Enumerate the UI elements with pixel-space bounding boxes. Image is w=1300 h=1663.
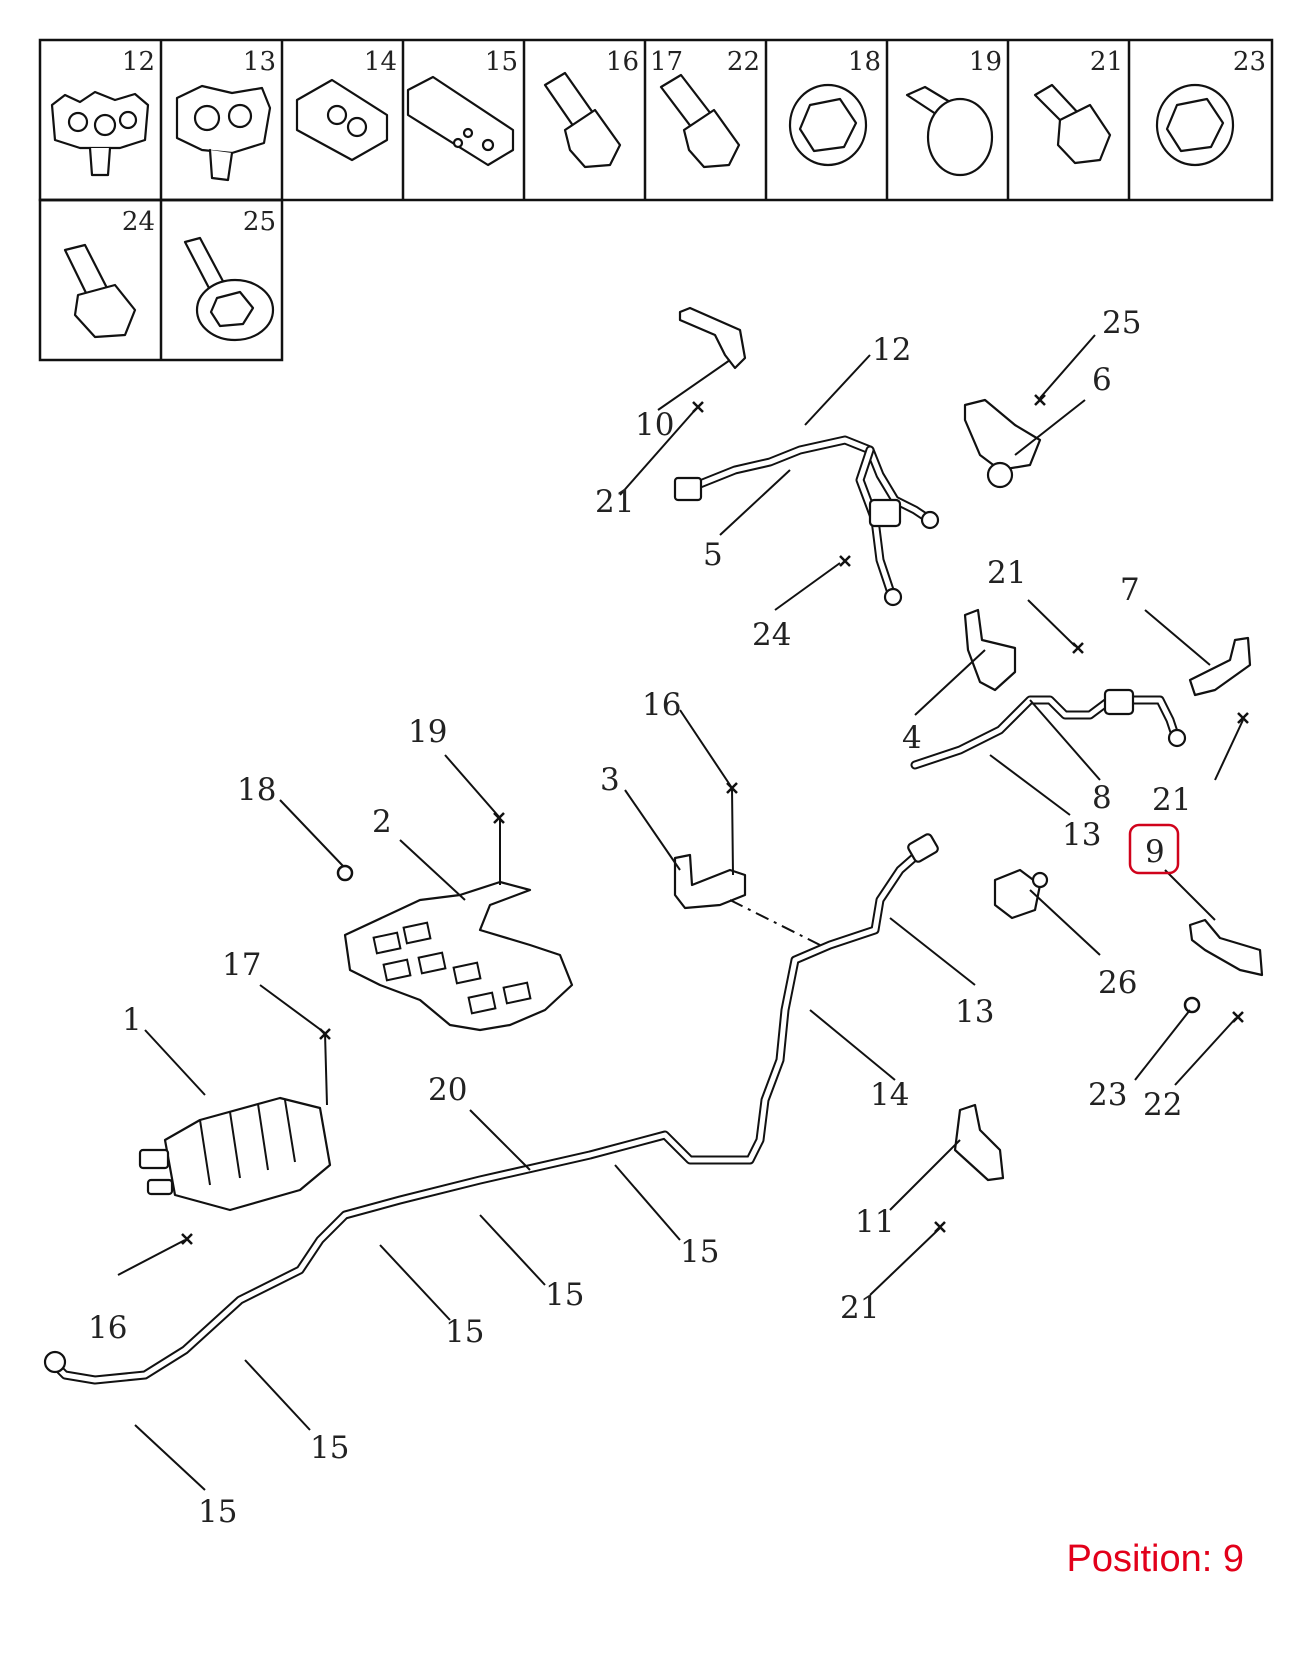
callout-21-d: 21 xyxy=(840,1290,879,1326)
callout-4: 4 xyxy=(902,720,922,756)
bracket-3 xyxy=(673,853,747,910)
valve-26 xyxy=(993,868,1049,920)
callout-9: 9 xyxy=(1145,834,1165,870)
clip-15-icon xyxy=(406,75,515,167)
harness-5 xyxy=(673,435,940,607)
callout-1: 1 xyxy=(122,1002,142,1038)
legend-label-15: 15 xyxy=(485,47,518,77)
legend-table: 12 13 14 15 16 17 22 18 19 21 23 24 25 xyxy=(38,38,1274,362)
callout-8: 8 xyxy=(1092,780,1112,816)
callout-5: 5 xyxy=(703,537,723,573)
legend-label-22: 22 xyxy=(727,47,760,77)
callout-13-a: 13 xyxy=(1062,817,1101,853)
bolt-24-icon xyxy=(63,243,137,339)
callout-20: 20 xyxy=(428,1072,467,1108)
callout-3: 3 xyxy=(600,762,620,798)
callout-6: 6 xyxy=(1092,362,1112,398)
callout-15-d: 15 xyxy=(310,1430,349,1466)
callout-15-b: 15 xyxy=(545,1277,584,1313)
callout-25: 25 xyxy=(1102,305,1141,341)
legend-label-14: 14 xyxy=(364,47,397,77)
legend-label-16: 16 xyxy=(606,47,639,77)
bolt-19-icon xyxy=(905,85,994,177)
clip-14-icon xyxy=(295,78,389,162)
legend-label-23: 23 xyxy=(1233,47,1266,77)
clip-12-icon xyxy=(50,90,150,177)
callout-2: 2 xyxy=(372,804,392,840)
callout-7: 7 xyxy=(1120,572,1140,608)
nut-18-icon xyxy=(788,83,868,167)
bolt-21-icon xyxy=(1033,83,1112,165)
legend-label-24: 24 xyxy=(122,207,155,237)
callout-16-a: 16 xyxy=(642,687,681,723)
bracket-4 xyxy=(963,608,1017,692)
hose-8 xyxy=(910,688,1187,770)
callout-12: 12 xyxy=(872,332,911,368)
legend-label-17: 17 xyxy=(650,47,683,77)
legend-label-21: 21 xyxy=(1090,47,1123,77)
bolt-16-icon xyxy=(543,71,622,169)
callout-15-a: 15 xyxy=(680,1234,719,1270)
pipe-14-15 xyxy=(43,833,939,1385)
callout-13-b: 13 xyxy=(955,994,994,1030)
callout-18: 18 xyxy=(237,772,276,808)
legend-label-25: 25 xyxy=(243,207,276,237)
callout-9-highlight xyxy=(1128,823,1180,875)
callout-22: 22 xyxy=(1143,1087,1182,1123)
bolt-25-icon xyxy=(183,236,275,342)
callout-26: 26 xyxy=(1098,965,1137,1001)
bolt-17-22-icon xyxy=(659,73,741,169)
callout-21-a: 21 xyxy=(595,484,634,520)
callout-11: 11 xyxy=(855,1204,894,1240)
callout-21-c: 21 xyxy=(1152,782,1191,818)
fastener-markers xyxy=(181,394,1249,1245)
legend-label-19: 19 xyxy=(969,47,1002,77)
legend-label-12: 12 xyxy=(122,47,155,77)
clip-13-icon xyxy=(175,84,272,182)
callout-17: 17 xyxy=(222,947,261,983)
callout-21-b: 21 xyxy=(987,555,1026,591)
callout-24: 24 xyxy=(752,617,791,653)
position-label: Position: 9 xyxy=(1066,1538,1244,1580)
callout-15-e: 15 xyxy=(198,1494,237,1530)
callout-10: 10 xyxy=(635,407,674,443)
leader-lines xyxy=(117,334,1244,1491)
bracket-10 xyxy=(678,306,747,370)
bracket-9 xyxy=(1188,918,1264,977)
callout-16-b: 16 xyxy=(88,1310,127,1346)
canister-1 xyxy=(138,1096,332,1212)
nut-23-icon xyxy=(1155,83,1235,167)
callout-19: 19 xyxy=(408,714,447,750)
legend-label-13: 13 xyxy=(243,47,276,77)
bracket-11 xyxy=(953,1103,1005,1182)
callout-14: 14 xyxy=(870,1077,909,1113)
bracket-7 xyxy=(1188,636,1252,697)
legend-label-18: 18 xyxy=(848,47,881,77)
callout-15-c: 15 xyxy=(445,1314,484,1350)
callout-23: 23 xyxy=(1088,1077,1127,1113)
sensor-6 xyxy=(963,398,1042,489)
cover-2 xyxy=(343,880,574,1032)
